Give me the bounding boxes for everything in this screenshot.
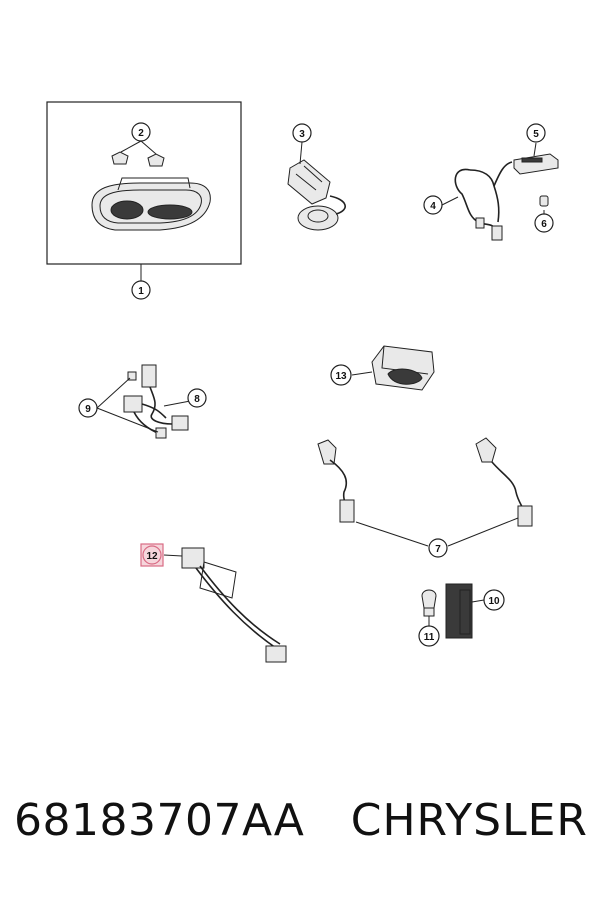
bulb-11-part xyxy=(421,589,437,617)
callout-10: 10 xyxy=(483,589,505,611)
callout-1: 1 xyxy=(131,280,151,300)
lamp-13-part xyxy=(371,345,435,391)
svg-text:7: 7 xyxy=(435,544,441,555)
svg-text:9: 9 xyxy=(85,404,91,415)
bulbs-part xyxy=(111,151,165,167)
parts-diagram: 1 2 3 4 5 6 7 8 9 10 11 12 xyxy=(46,101,559,663)
callout-4: 4 xyxy=(423,195,443,215)
module-5-part xyxy=(513,153,559,175)
module-10-part xyxy=(445,583,473,639)
bulb-6-part xyxy=(539,195,549,207)
callout-9: 9 xyxy=(78,398,98,418)
callout-13: 13 xyxy=(330,364,352,386)
svg-text:12: 12 xyxy=(146,551,158,562)
footer: 68183707AA CHRYSLER xyxy=(0,795,600,865)
harness-4-part xyxy=(454,161,513,241)
harness-7-part xyxy=(317,437,533,527)
svg-text:8: 8 xyxy=(194,394,200,405)
callout-3: 3 xyxy=(292,123,312,143)
svg-text:5: 5 xyxy=(533,129,539,140)
svg-text:2: 2 xyxy=(138,128,144,139)
module-3-part xyxy=(287,159,346,231)
svg-text:10: 10 xyxy=(488,596,500,607)
callout-11: 11 xyxy=(418,625,440,647)
part-number: 68183707AA xyxy=(14,795,305,846)
overhead-console-part xyxy=(91,177,211,231)
detail-box xyxy=(46,101,242,265)
callout-2: 2 xyxy=(131,122,151,142)
callout-6: 6 xyxy=(534,213,554,233)
harness-8-part xyxy=(123,364,189,439)
callout-7: 7 xyxy=(428,538,448,558)
callout-8: 8 xyxy=(187,388,207,408)
svg-text:1: 1 xyxy=(138,286,144,297)
svg-text:4: 4 xyxy=(430,201,436,212)
callout-5: 5 xyxy=(526,123,546,143)
svg-text:3: 3 xyxy=(299,129,305,140)
callout-12: 12 xyxy=(140,543,164,567)
svg-text:6: 6 xyxy=(541,219,547,230)
harness-12-part xyxy=(181,547,287,663)
brand-name: CHRYSLER xyxy=(350,795,588,846)
svg-text:13: 13 xyxy=(335,371,347,382)
svg-text:11: 11 xyxy=(424,632,435,643)
